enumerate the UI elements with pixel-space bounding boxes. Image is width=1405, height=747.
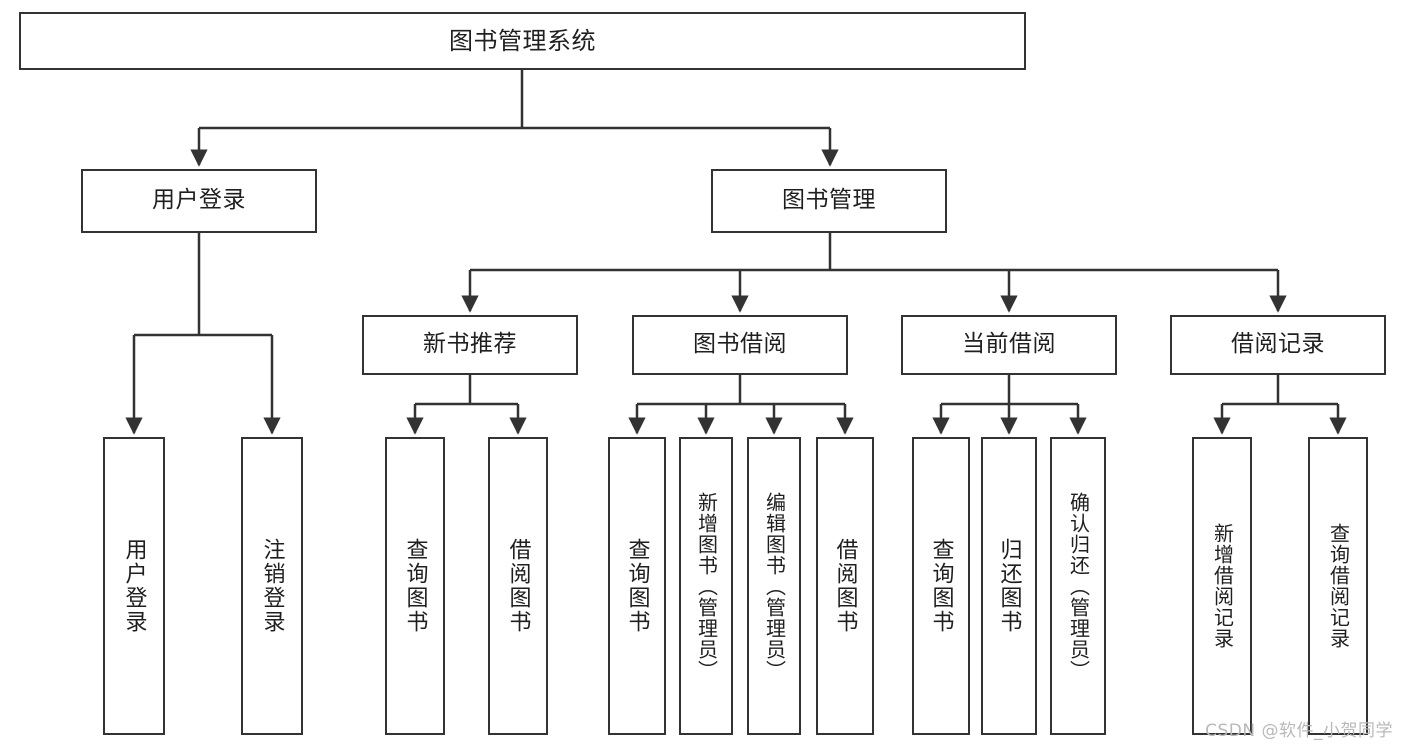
node-label: 查询图书: [402, 538, 428, 634]
node-label: 借阅记录: [1231, 331, 1325, 358]
node-user-login[interactable]: 用户登录: [81, 169, 317, 233]
node-leaf-add-borrow-record[interactable]: 新增借阅记录: [1192, 437, 1252, 735]
node-label: 用户登录: [152, 187, 246, 214]
node-leaf-borrow-book[interactable]: 借阅图书: [816, 437, 874, 735]
node-label: 新增图书（管理员）: [694, 491, 719, 681]
node-label: 图书管理系统: [449, 26, 596, 55]
node-new-book-recommend[interactable]: 新书推荐: [362, 315, 578, 375]
watermark: CSDN @软件_小贺同学: [1205, 721, 1393, 741]
node-label: 新书推荐: [423, 331, 517, 358]
node-leaf-confirm-return-admin[interactable]: 确认归还（管理员）: [1050, 437, 1106, 735]
node-leaf-logout[interactable]: 注销登录: [241, 437, 303, 735]
node-book-management[interactable]: 图书管理: [711, 169, 947, 233]
node-leaf-borrow-book-new[interactable]: 借阅图书: [488, 437, 548, 735]
node-label: 确认归还（管理员）: [1066, 491, 1091, 681]
node-label: 查询借阅记录: [1326, 523, 1351, 649]
node-current-borrow[interactable]: 当前借阅: [901, 315, 1117, 375]
node-label: 归还图书: [996, 538, 1022, 634]
node-label: 图书借阅: [693, 331, 787, 358]
node-leaf-return-book[interactable]: 归还图书: [981, 437, 1037, 735]
node-label: 图书管理: [782, 187, 876, 214]
node-leaf-query-book-new[interactable]: 查询图书: [385, 437, 445, 735]
node-label: 新增借阅记录: [1210, 523, 1235, 649]
node-leaf-edit-book-admin[interactable]: 编辑图书（管理员）: [747, 437, 801, 735]
node-label: 借阅图书: [505, 538, 531, 634]
node-label: 编辑图书（管理员）: [762, 491, 787, 681]
node-borrow-records[interactable]: 借阅记录: [1170, 315, 1386, 375]
node-leaf-query-book-current[interactable]: 查询图书: [912, 437, 970, 735]
node-label: 借阅图书: [832, 538, 858, 634]
node-label: 注销登录: [259, 538, 285, 634]
node-label: 用户登录: [121, 538, 147, 634]
node-book-borrow[interactable]: 图书借阅: [632, 315, 848, 375]
node-label: 当前借阅: [962, 331, 1056, 358]
node-label: 查询图书: [928, 538, 954, 634]
node-root-book-management-system[interactable]: 图书管理系统: [19, 12, 1026, 70]
node-leaf-user-login[interactable]: 用户登录: [103, 437, 165, 735]
node-leaf-query-borrow-record[interactable]: 查询借阅记录: [1308, 437, 1368, 735]
node-label: 查询图书: [624, 538, 650, 634]
node-leaf-add-book-admin[interactable]: 新增图书（管理员）: [679, 437, 733, 735]
node-leaf-query-book-borrow[interactable]: 查询图书: [608, 437, 666, 735]
